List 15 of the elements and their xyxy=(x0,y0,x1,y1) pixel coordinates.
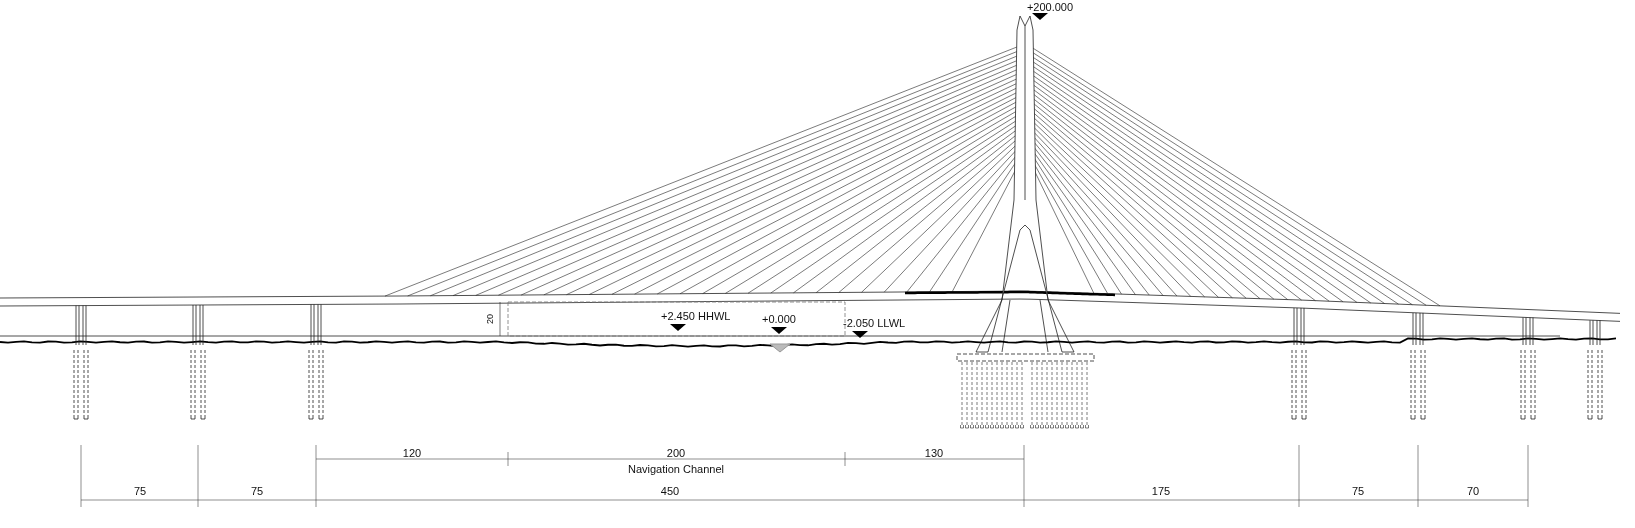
elevation-label: -2.050 LLWL xyxy=(843,317,906,329)
elevation-label: +2.450 HHWL xyxy=(661,310,731,322)
elevation-label: +200.000 xyxy=(1026,1,1074,13)
dimension-label: 75 xyxy=(133,485,147,497)
dimension-label: 130 xyxy=(924,447,944,459)
channel-label: Navigation Channel xyxy=(628,463,724,475)
dimension-label: 75 xyxy=(250,485,264,497)
dimension-label: 75 xyxy=(1351,485,1365,497)
dimension-label: 200 xyxy=(666,447,686,459)
dimension-label: 70 xyxy=(1466,485,1480,497)
dimension-label: 450 xyxy=(660,485,680,497)
elevation-label: +0.000 xyxy=(762,313,796,325)
dimension-label: 175 xyxy=(1151,485,1171,497)
dimension-label: 120 xyxy=(402,447,422,459)
dimension-label: 20 xyxy=(484,314,496,324)
